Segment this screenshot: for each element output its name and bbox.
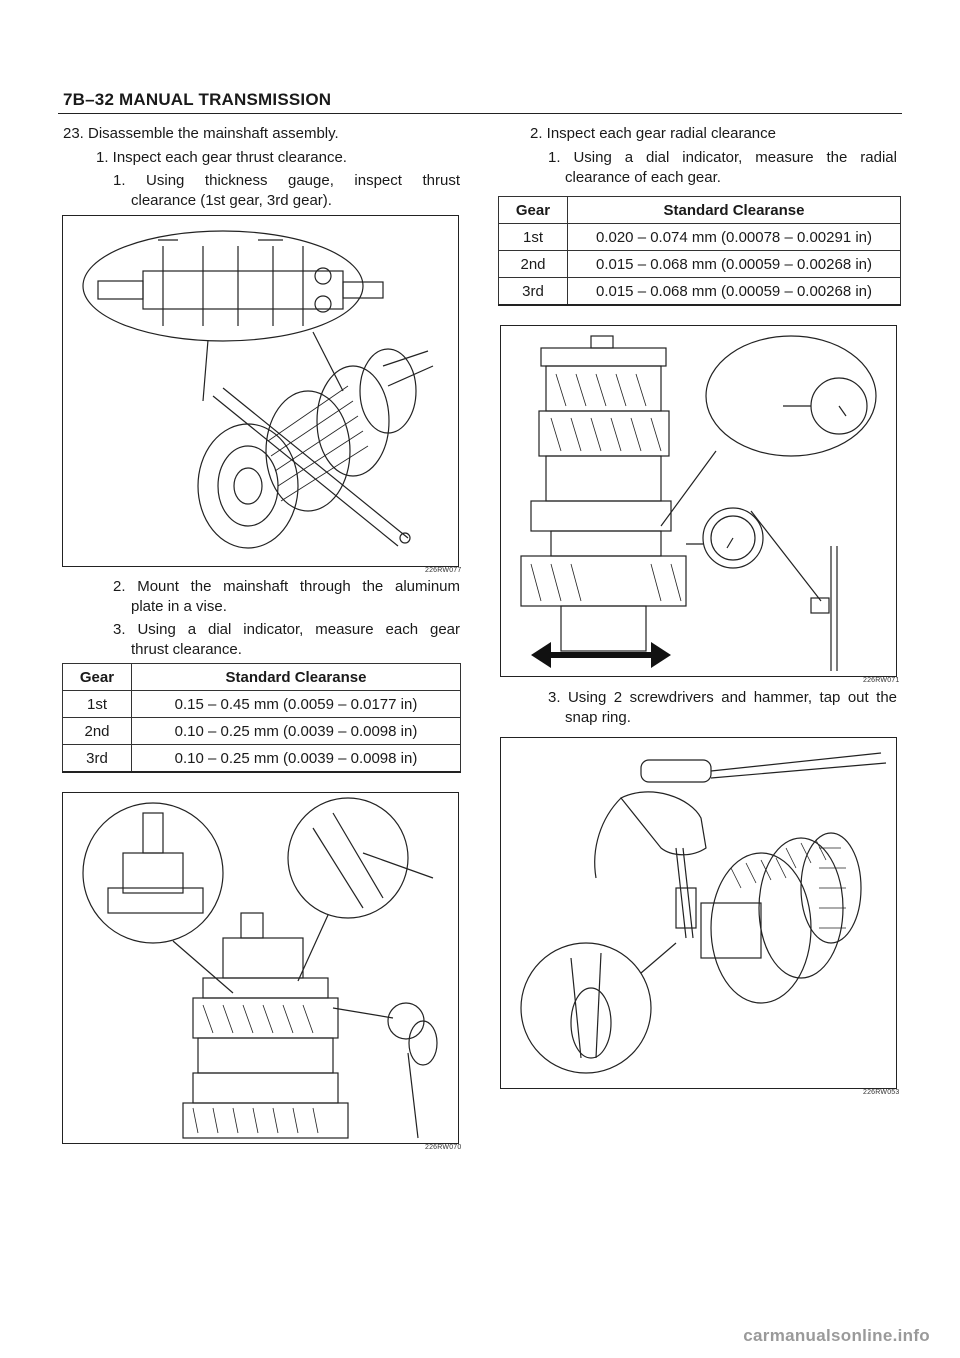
step-2: 2. Inspect each gear radial clearance	[530, 125, 776, 142]
table-header-gear: Gear	[498, 196, 568, 224]
table-row: 1st 0.020 – 0.074 mm (0.00078 – 0.00291 …	[498, 223, 901, 251]
table-cell-clearance: 0.15 – 0.45 mm (0.0059 – 0.0177 in)	[131, 690, 461, 718]
step-23: 23. Disassemble the mainshaft assembly.	[63, 125, 339, 142]
page-header: 7B–32 MANUAL TRANSMISSION	[63, 90, 332, 109]
table-header-gear: Gear	[62, 663, 132, 691]
step-23-1-2-line1: 2. Mount the mainshaft through the alumi…	[113, 578, 460, 595]
step-23-1-3-line2: thrust clearance.	[131, 641, 242, 658]
step-23-1: 1. Inspect each gear thrust clearance.	[96, 149, 347, 166]
table-cell-gear: 1st	[62, 690, 132, 718]
table-cell-gear: 2nd	[62, 717, 132, 745]
table-header-row: Gear Standard Clearanse	[498, 196, 901, 224]
mainshaft-dial-indicator-illustration	[82, 797, 438, 1139]
gear-radial-dial-illustration	[520, 335, 877, 671]
step-2-1-line2: clearance of each gear.	[565, 169, 721, 186]
table-cell-gear: 1st	[498, 223, 568, 251]
table-header-clearance: Standard Clearanse	[567, 196, 901, 224]
figure-dial-indicator-radial	[500, 325, 897, 677]
figure-thickness-gauge	[62, 215, 459, 567]
table-row: 1st 0.15 – 0.45 mm (0.0059 – 0.0177 in)	[62, 690, 461, 718]
table-cell-gear: 2nd	[498, 250, 568, 278]
figure-snap-ring-removal	[500, 737, 897, 1089]
table-cell-clearance: 0.10 – 0.25 mm (0.0039 – 0.0098 in)	[131, 717, 461, 745]
table-cell-clearance: 0.015 – 0.068 mm (0.00059 – 0.00268 in)	[567, 277, 901, 306]
table-cell-gear: 3rd	[498, 277, 568, 306]
table-header-row: Gear Standard Clearanse	[62, 663, 461, 691]
figure-caption-226rw077: 226RW077	[425, 567, 462, 574]
table-row: 3rd 0.10 – 0.25 mm (0.0039 – 0.0098 in)	[62, 744, 461, 773]
step-23-1-3-line1: 3. Using a dial indicator, measure each …	[113, 621, 460, 638]
step-23-1-1-line1: 1. Using thickness gauge, inspect thrust	[113, 172, 460, 189]
table-cell-clearance: 0.015 – 0.068 mm (0.00059 – 0.00268 in)	[567, 250, 901, 278]
table-row: 2nd 0.015 – 0.068 mm (0.00059 – 0.00268 …	[498, 250, 901, 278]
mainshaft-thickness-gauge-illustration	[82, 230, 434, 549]
table-row: 2nd 0.10 – 0.25 mm (0.0039 – 0.0098 in)	[62, 717, 461, 745]
step-2-1-line1: 1. Using a dial indicator, measure the r…	[548, 149, 897, 166]
table-header-clearance: Standard Clearanse	[131, 663, 461, 691]
figure-caption-226rw071: 226RW071	[863, 677, 900, 684]
step-2-3-line1: 3. Using 2 screwdrivers and hammer, tap …	[548, 689, 897, 706]
table-row: 3rd 0.015 – 0.068 mm (0.00059 – 0.00268 …	[498, 277, 901, 306]
thrust-clearance-table: Gear Standard Clearanse 1st 0.15 – 0.45 …	[62, 663, 461, 773]
table-cell-clearance: 0.020 – 0.074 mm (0.00078 – 0.00291 in)	[567, 223, 901, 251]
step-23-1-2-line2: plate in a vise.	[131, 598, 227, 615]
step-23-1-1-line2: clearance (1st gear, 3rd gear).	[131, 192, 332, 209]
watermark-brand: carmanualsonline.info	[743, 1326, 930, 1345]
figure-dial-indicator-thrust	[62, 792, 459, 1144]
figure-caption-226rw070: 226RW070	[425, 1144, 462, 1151]
snap-ring-hammer-illustration	[520, 752, 887, 1074]
header-rule	[58, 113, 902, 114]
figure-caption-226rw053: 226RW053	[863, 1089, 900, 1096]
table-cell-clearance: 0.10 – 0.25 mm (0.0039 – 0.0098 in)	[131, 744, 461, 773]
table-cell-gear: 3rd	[62, 744, 132, 773]
radial-clearance-table: Gear Standard Clearanse 1st 0.020 – 0.07…	[498, 196, 901, 306]
step-2-3-line2: snap ring.	[565, 709, 631, 726]
